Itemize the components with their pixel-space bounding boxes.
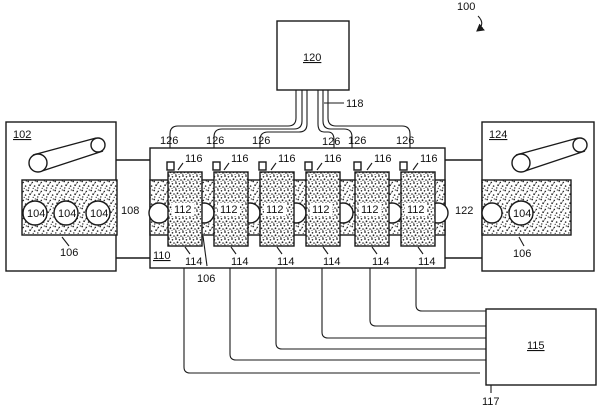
label-inlet: 108 (121, 205, 139, 217)
label-port-3: 114 (277, 256, 295, 268)
right-belt-leader (518, 236, 525, 247)
label-port-1: 114 (185, 256, 203, 268)
label-controller-right: 115 (527, 340, 545, 352)
label-sensor-6: 116 (420, 153, 438, 165)
label-sensor-2: 116 (231, 153, 249, 165)
label-port-6: 114 (418, 256, 436, 268)
heaters (166, 161, 408, 171)
label-left-station: 102 (13, 129, 31, 141)
label-roller-right: 104 (513, 208, 531, 220)
label-module-4: 112 (312, 204, 330, 216)
controller-120-box (276, 20, 350, 91)
label-port-2: 114 (231, 256, 249, 268)
label-heater-1: 126 (160, 135, 178, 147)
controller-115-box (485, 308, 597, 386)
label-chamber: 110 (153, 250, 171, 262)
lower-wiring (183, 268, 486, 374)
label-sensor-3: 116 (278, 153, 296, 165)
module-labels (172, 203, 427, 216)
chamber-belt-leader (202, 235, 208, 267)
label-heater-4: 126 (322, 136, 340, 148)
label-roller-3: 104 (90, 208, 108, 220)
label-system: 100 (457, 1, 475, 13)
left-conveyor (28, 137, 106, 173)
right-conveyor (511, 137, 588, 173)
label-heater-2: 126 (206, 135, 224, 147)
label-module-5: 112 (361, 204, 379, 216)
label-outlet: 122 (455, 205, 473, 217)
sensor-leaders (177, 162, 419, 171)
right-rollers (481, 200, 534, 226)
label-module-2: 112 (220, 204, 238, 216)
left-rollers (22, 200, 111, 226)
label-roller-1: 104 (27, 208, 45, 220)
label-right-station: 124 (489, 129, 507, 141)
label-heater-6: 126 (396, 135, 414, 147)
port-leaders (184, 246, 424, 255)
label-module-6: 112 (407, 204, 425, 216)
label-sensor-1: 116 (185, 153, 203, 165)
system-arrow (476, 15, 485, 32)
label-controller-top: 120 (303, 52, 321, 64)
label-connector: 117 (482, 396, 500, 408)
top-bus-lines (169, 90, 411, 160)
label-belt-right: 106 (513, 248, 531, 260)
label-module-1: 112 (174, 204, 192, 216)
label-sensor-5: 116 (374, 153, 392, 165)
label-module-3: 112 (266, 204, 284, 216)
label-port-4: 114 (323, 256, 341, 268)
label-bus: 118 (346, 98, 364, 110)
label-sensor-4: 116 (324, 153, 342, 165)
label-port-5: 114 (372, 256, 390, 268)
label-heater-3: 126 (252, 135, 270, 147)
label-belt-left: 106 (60, 247, 78, 259)
label-belt-chamber: 106 (197, 273, 215, 285)
label-roller-2: 104 (58, 208, 76, 220)
left-belt-leader (61, 236, 70, 247)
label-heater-5: 126 (348, 135, 366, 147)
